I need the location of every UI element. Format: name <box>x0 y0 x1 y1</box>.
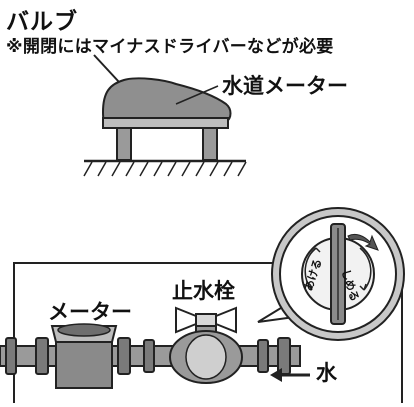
box-outline <box>13 262 403 403</box>
ground-hatching <box>83 161 247 177</box>
pipe-fitting-valve-right <box>257 339 269 373</box>
meter-box-leg-left <box>116 127 132 161</box>
pipe-fitting-left <box>5 337 17 375</box>
meter-box-interior <box>0 262 403 403</box>
pipe-fitting-valve-left <box>143 339 155 373</box>
pipe-fitting-meter-right <box>117 337 131 375</box>
turn-indicator-icon <box>347 233 379 251</box>
meter-leader-line <box>175 85 219 105</box>
meter-body <box>50 323 118 389</box>
close-arrow <box>359 247 372 291</box>
meter-box-rim <box>102 117 229 129</box>
meter-label: メーター <box>48 300 132 324</box>
water-label: 水 <box>316 361 337 385</box>
stopcock-label: 止水栓 <box>172 279 235 303</box>
valve-label: バルブ <box>6 9 78 35</box>
meter-box-leg-right <box>202 127 218 161</box>
stopcock-closeup <box>257 207 405 341</box>
water-meter-label: 水道メーター <box>222 74 348 98</box>
flow-direction-arrow <box>270 368 310 382</box>
valve-leader-line <box>93 54 120 83</box>
pipe-fitting-right <box>277 337 291 375</box>
screwdriver-note: ※開閉にはマイナスドライバーなどが必要 <box>6 37 334 57</box>
meter-box-illustration <box>83 54 247 177</box>
stopcock-valve <box>169 306 243 384</box>
pipe-fitting-meter-left <box>35 337 49 375</box>
